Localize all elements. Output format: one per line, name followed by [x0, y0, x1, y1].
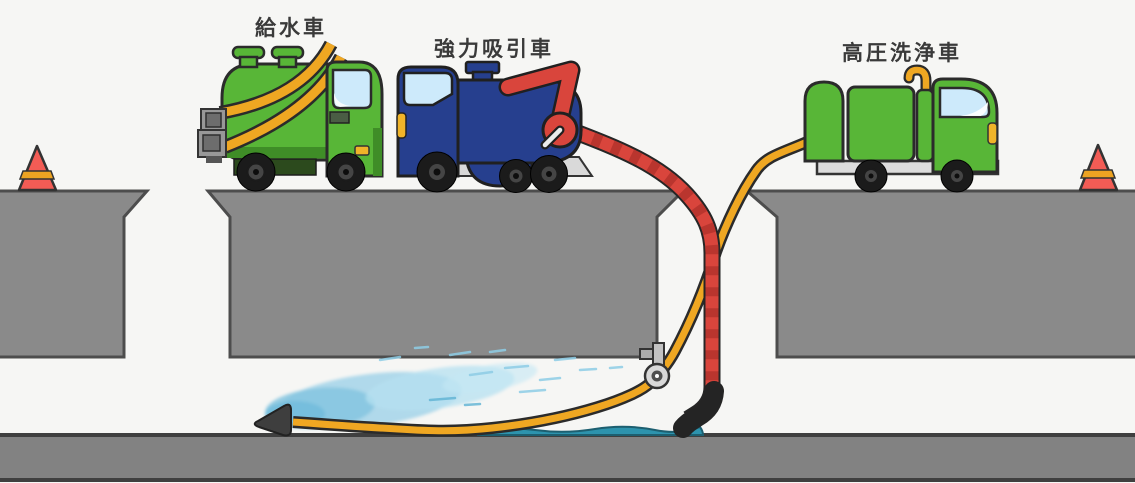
connector-tab	[206, 156, 222, 163]
ground-slab-right	[742, 189, 1135, 359]
label-high-pressure-washing-truck: 高圧洗浄車	[842, 42, 962, 65]
cab-front-trim	[373, 128, 382, 176]
traffic-cone-right	[1078, 143, 1119, 192]
ground-slab-middle	[204, 189, 687, 359]
wastewater-pool	[477, 425, 705, 436]
cab-window	[938, 86, 991, 119]
hose-connectors	[197, 108, 227, 163]
exhaust-pipe	[905, 66, 930, 101]
water-spray	[265, 345, 624, 429]
hose-core	[219, 41, 335, 118]
tank-vent-neck	[238, 55, 259, 69]
axle	[546, 171, 552, 177]
tank-skirt	[226, 147, 328, 158]
axle	[513, 173, 519, 179]
connector-inner	[205, 112, 222, 128]
cone-stripe	[1079, 169, 1117, 179]
axle	[343, 169, 349, 175]
wheel	[854, 159, 888, 193]
spray-droplets	[378, 345, 624, 394]
hose-guide-roller	[639, 342, 671, 390]
cone-body	[17, 144, 58, 192]
arm-core	[501, 63, 578, 131]
label-water-supply-truck: 給水車	[255, 17, 327, 40]
axle	[954, 173, 960, 179]
spray-blob	[442, 362, 538, 394]
ground-cross-section	[0, 189, 1135, 482]
suction-nozzle-tip	[673, 381, 724, 438]
marker-light	[354, 145, 370, 156]
suction-boom-arm	[498, 60, 581, 134]
axle	[868, 173, 874, 179]
cab-window	[402, 71, 454, 107]
suction-truck	[396, 60, 594, 193]
joint-pin	[542, 127, 563, 148]
suction-hose	[569, 123, 724, 438]
traffic-cone-left	[17, 144, 58, 192]
axle	[253, 169, 259, 175]
window-shine	[960, 102, 988, 116]
wheel	[940, 159, 974, 193]
pipe-floor-ground	[0, 433, 1135, 482]
axle	[433, 168, 441, 176]
equipment-box	[846, 85, 916, 163]
spray-nozzle	[253, 403, 292, 437]
tank-unit-left	[803, 80, 845, 163]
wheel	[499, 159, 533, 193]
marker-light	[396, 112, 407, 139]
door-handle	[329, 111, 350, 124]
door-handle	[987, 122, 998, 145]
tank-vent-neck	[277, 55, 298, 69]
spray-streaks	[428, 396, 482, 407]
wheel	[326, 152, 366, 192]
cone-stripe	[18, 170, 56, 180]
water-supply-truck	[197, 40, 384, 192]
wheel	[236, 152, 276, 192]
cone-body	[1078, 143, 1119, 192]
label-suction-truck: 強力吸引車	[434, 38, 554, 61]
ground-slab-left	[0, 189, 151, 359]
wheel	[416, 151, 458, 193]
window-shine	[334, 93, 352, 107]
cab-back-panel	[915, 88, 935, 163]
wheel	[530, 155, 568, 193]
cab-window	[331, 68, 373, 110]
roller-axle	[655, 374, 659, 378]
connector-inner	[202, 134, 221, 152]
high-pressure-washing-truck	[803, 64, 1000, 193]
